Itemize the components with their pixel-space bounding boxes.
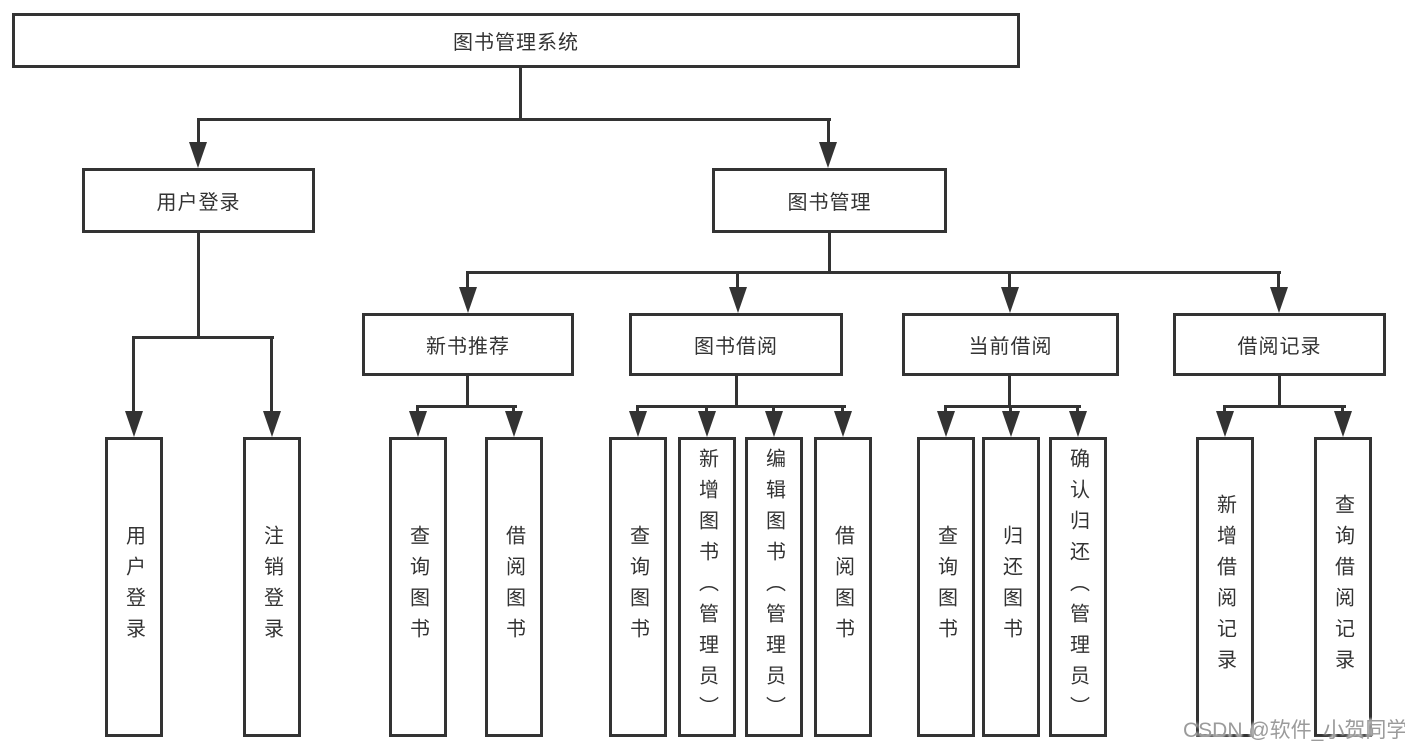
arrow-down-icon [1002, 411, 1020, 437]
connector-line [736, 271, 739, 291]
node-book-management: 图书管理 [712, 168, 947, 233]
connector-line [772, 405, 775, 415]
connector-line [416, 405, 517, 408]
connector-line [466, 271, 1281, 274]
arrow-down-icon [505, 411, 523, 437]
leaf-query-books-recommend: 查询图书 [389, 437, 447, 737]
leaf-query-borrow-record: 查询借阅记录 [1314, 437, 1372, 737]
connector-line [1341, 405, 1344, 415]
watermark: CSDN @软件_小贺同学 [1183, 719, 1405, 742]
arrow-down-icon [1270, 287, 1288, 313]
connector-line [466, 271, 469, 291]
connector-line [270, 336, 273, 415]
connector-line [1223, 405, 1346, 408]
connector-line [1008, 271, 1011, 291]
arrow-down-icon [459, 287, 477, 313]
arrow-down-icon [629, 411, 647, 437]
connector-line [197, 233, 200, 338]
arrow-down-icon [834, 411, 852, 437]
connector-line [197, 118, 831, 121]
leaf-add-books-admin: 新增图书（管理员） [678, 437, 736, 737]
arrow-down-icon [729, 287, 747, 313]
connector-line [841, 405, 844, 415]
node-library-system: 图书管理系统 [12, 13, 1020, 68]
arrow-down-icon [1001, 287, 1019, 313]
connector-line [1009, 405, 1012, 415]
arrow-down-icon [125, 411, 143, 437]
connector-line [416, 405, 419, 415]
connector-line [636, 405, 639, 415]
connector-line [735, 376, 738, 407]
connector-line [944, 405, 947, 415]
connector-line [1278, 376, 1281, 407]
arrow-down-icon [765, 411, 783, 437]
leaf-confirm-return-admin: 确认归还（管理员） [1049, 437, 1107, 737]
connector-line [1223, 405, 1226, 415]
connector-line [132, 336, 274, 339]
connector-line [1277, 271, 1280, 291]
connector-line [519, 68, 522, 120]
connector-line [944, 405, 1081, 408]
node-book-borrow: 图书借阅 [629, 313, 843, 376]
arrow-down-icon [819, 142, 837, 168]
arrow-down-icon [937, 411, 955, 437]
connector-line [705, 405, 708, 415]
leaf-query-books-current: 查询图书 [917, 437, 975, 737]
connector-line [636, 405, 846, 408]
arrow-down-icon [1216, 411, 1234, 437]
leaf-return-books: 归还图书 [982, 437, 1040, 737]
connector-line [828, 233, 831, 273]
node-borrow-records: 借阅记录 [1173, 313, 1386, 376]
node-user-login: 用户登录 [82, 168, 315, 233]
connector-line [827, 118, 830, 146]
arrow-down-icon [263, 411, 281, 437]
connector-line [132, 336, 135, 415]
connector-line [1076, 405, 1079, 415]
leaf-edit-books-admin: 编辑图书（管理员） [745, 437, 803, 737]
arrow-down-icon [189, 142, 207, 168]
connector-line [466, 376, 469, 407]
leaf-logout: 注销登录 [243, 437, 301, 737]
leaf-borrow-books-recommend: 借阅图书 [485, 437, 543, 737]
connector-line [197, 118, 200, 146]
leaf-user-login: 用户登录 [105, 437, 163, 737]
node-current-borrow: 当前借阅 [902, 313, 1119, 376]
leaf-borrow-books: 借阅图书 [814, 437, 872, 737]
arrow-down-icon [698, 411, 716, 437]
arrow-down-icon [409, 411, 427, 437]
arrow-down-icon [1334, 411, 1352, 437]
arrow-down-icon [1069, 411, 1087, 437]
node-new-book-recommend: 新书推荐 [362, 313, 574, 376]
leaf-add-borrow-record: 新增借阅记录 [1196, 437, 1254, 737]
leaf-query-books-borrow: 查询图书 [609, 437, 667, 737]
connector-line [1008, 376, 1011, 407]
connector-line [512, 405, 515, 415]
